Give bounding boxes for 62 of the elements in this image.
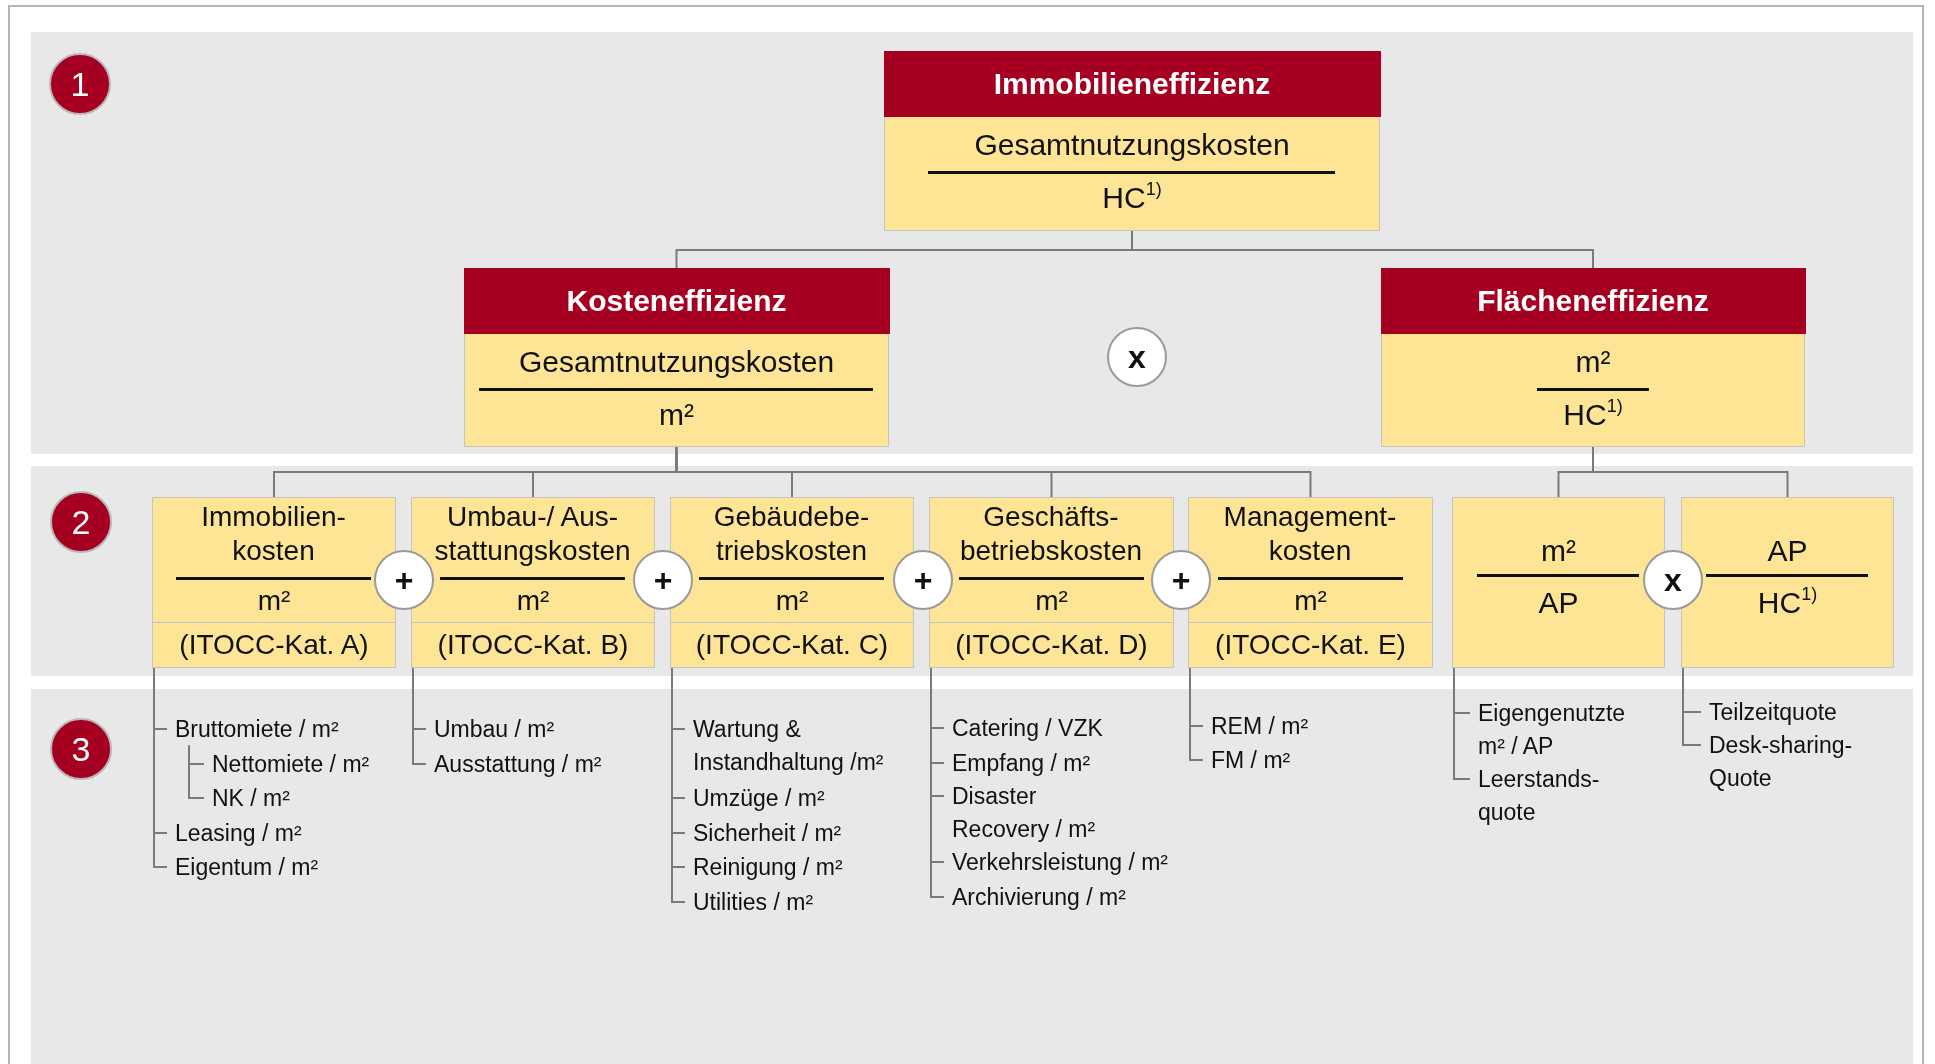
list-item: Eigengenutzte m² / AP: [1470, 696, 1645, 763]
numerator-text: Gebäudebe- triebskosten: [712, 500, 871, 568]
formula-box: [152, 497, 396, 668]
list-item: Eigentum / m²: [167, 850, 319, 884]
numerator-text: AP: [1766, 533, 1809, 569]
denominator-text: HC$^{1)}$: [1756, 584, 1819, 621]
numerator-text: Umbau-/ Aus- stattungskosten: [433, 500, 632, 568]
denominator-text: HC$^{1)}$: [1562, 396, 1624, 433]
numerator-text: Geschäfts- betriebskosten: [958, 500, 1144, 568]
formula-box: [1188, 497, 1433, 668]
connector-line: [188, 744, 205, 799]
formula-box: [884, 51, 1380, 231]
box-header: Flächeneffizienz: [1380, 267, 1806, 334]
list-item: REM / m²: [1203, 709, 1309, 743]
denominator-text: m²: [1293, 584, 1328, 618]
formula-box: [1381, 268, 1805, 447]
formula-box: [670, 497, 914, 668]
numerator-text: Management- kosten: [1222, 500, 1398, 568]
numerator-text: Gesamtnutzungskosten: [517, 344, 836, 380]
list-item: Verkehrsleistung / m²: [944, 845, 1169, 879]
list-item: Wartung & Instandhaltung /m²: [685, 712, 907, 779]
category-label: (ITOCC-Kat. E): [1189, 622, 1432, 667]
denominator-text: m²: [658, 397, 695, 433]
category-label: (ITOCC-Kat. A): [153, 622, 395, 667]
list-item: Leerstands- quote: [1470, 762, 1645, 829]
list-item: Utilities / m²: [685, 885, 814, 919]
denominator-text: m²: [1034, 584, 1069, 618]
numerator-text: m²: [1540, 533, 1577, 569]
denominator-text: AP: [1537, 585, 1580, 621]
list-item: Reinigung / m²: [685, 850, 843, 884]
list-item: Umzüge / m²: [685, 781, 825, 815]
list-item: Disaster Recovery / m²: [944, 779, 1114, 846]
denominator-text: HC$^{1)}$: [1101, 179, 1163, 216]
category-label: (ITOCC-Kat. B): [412, 622, 654, 667]
list-item: Bruttomiete / m²: [167, 712, 339, 746]
formula-box: [1452, 497, 1665, 668]
formula-box: [464, 268, 889, 447]
denominator-text: m²: [256, 584, 292, 618]
denominator-text: m²: [515, 584, 551, 618]
numerator-text: Gesamtnutzungskosten: [973, 127, 1291, 163]
numerator-text: m²: [1574, 344, 1612, 380]
list-item: Empfang / m²: [944, 746, 1091, 780]
list-item: Umbau / m²: [426, 712, 555, 746]
list-item: Desk-sharing- Quote: [1701, 728, 1879, 795]
list-item: FM / m²: [1203, 743, 1291, 777]
box-header: Immobilieneffizienz: [883, 50, 1381, 117]
formula-box: [929, 497, 1174, 668]
list-item: Leasing / m²: [167, 816, 302, 850]
category-label: (ITOCC-Kat. D): [930, 622, 1173, 667]
numerator-text: Immobilien- kosten: [200, 500, 347, 568]
formula-box: [1681, 497, 1894, 668]
denominator-text: m²: [774, 584, 810, 618]
category-label: (ITOCC-Kat. C): [671, 622, 913, 667]
list-item: Sicherheit / m²: [685, 816, 842, 850]
list-item: Ausstattung / m²: [426, 747, 602, 781]
list-item: Archivierung / m²: [944, 880, 1126, 914]
formula-box: [411, 497, 655, 668]
list-item: NK / m²: [204, 781, 290, 815]
list-item: Catering / VZK: [944, 711, 1103, 745]
list-item: Nettomiete / m²: [204, 747, 370, 781]
list-item: Teilzeitquote: [1701, 695, 1837, 729]
box-header: Kosteneffizienz: [463, 267, 890, 334]
